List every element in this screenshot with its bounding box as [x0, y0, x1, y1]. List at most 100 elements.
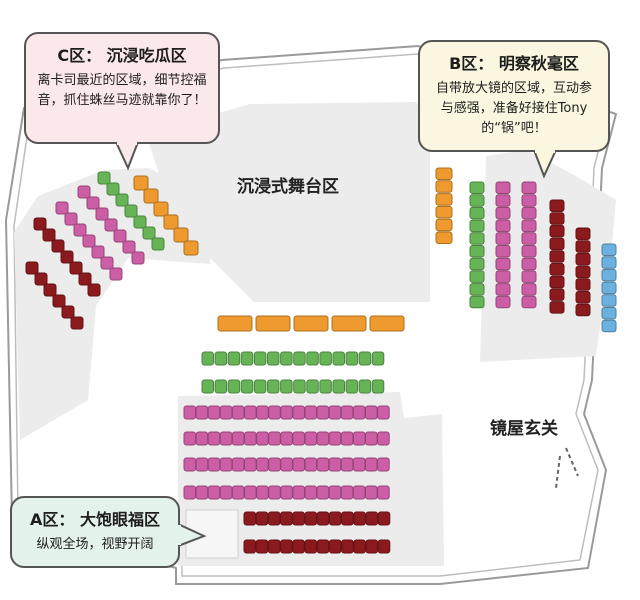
- a-zone-seat-maroon: [292, 539, 305, 554]
- a-zone-seat-pink: [316, 431, 330, 446]
- b-zone-seat-pink: [521, 283, 537, 296]
- c-zone-callout: C区： 沉浸吃瓜区 离卡司最近的区域，细节控福音，抓住蛛丝马迹就靠你了！: [24, 32, 220, 144]
- a-zone-seat-pink: [219, 431, 233, 446]
- a-zone-seat-pink: [377, 405, 390, 420]
- a-zone-seat-green: [214, 351, 228, 366]
- a-zone-seat-pink: [268, 405, 281, 420]
- c-zone-seat-pink: [100, 256, 114, 270]
- a-zone-seat-pink: [328, 457, 342, 472]
- b-zone-seat-maroon: [549, 301, 565, 314]
- c-zone-seat-pink: [82, 234, 96, 248]
- a-zone-seat-maroon: [377, 539, 391, 554]
- a-zone-seat-pink: [268, 457, 281, 472]
- a-zone-seat-pink: [377, 457, 390, 472]
- a-zone-seat-maroon: [255, 539, 269, 554]
- a-zone-seat-pink: [231, 485, 245, 500]
- c-zone-seat-maroon: [87, 283, 101, 297]
- a-zone-seat-pink: [340, 431, 354, 446]
- b-zone-seat-green: [469, 270, 485, 283]
- a-zone-seat-maroon: [341, 539, 354, 554]
- a-zone-seat-green: [293, 379, 306, 394]
- a-zone-seat-green: [253, 379, 267, 394]
- a-zone-description: 纵观全场，视野开阔: [36, 537, 154, 552]
- a-zone-seat-green: [227, 351, 241, 366]
- a-zone-seat-green: [358, 379, 372, 394]
- b-zone-seat-pink: [495, 194, 511, 207]
- b-zone-seat-blue: [601, 268, 617, 282]
- a-zone-seat-pink: [268, 431, 281, 446]
- a-zone-seat-green: [332, 351, 345, 366]
- b-zone-seat-pink: [495, 232, 511, 245]
- c-zone-seat-green: [151, 237, 165, 251]
- a-zone-seat-orange: [255, 315, 291, 332]
- b-zone-seat-green: [469, 245, 485, 258]
- b-zone-seat-blue: [601, 319, 617, 333]
- a-zone-seat-maroon: [377, 511, 391, 526]
- a-zone-seat-green: [267, 351, 280, 366]
- b-zone-seat-pink: [521, 257, 537, 271]
- b-zone-seat-blue: [601, 243, 617, 256]
- b-zone-seat-pink: [495, 245, 511, 258]
- b-zone-seat-maroon: [549, 237, 565, 251]
- c-zone-seat-maroon: [34, 272, 48, 286]
- a-zone-seat-maroon: [316, 539, 330, 554]
- b-zone-description: 自带放大镜的区域，互动参与感强，准备好接住Tony 的“锅”吧！: [435, 81, 592, 136]
- a-zone-seat-green: [319, 379, 332, 394]
- c-zone-seat-pink: [122, 240, 136, 254]
- a-zone-seat-green: [201, 351, 214, 366]
- b-zone-seat-blue: [601, 256, 617, 269]
- a-zone-seat-pink: [304, 457, 318, 472]
- a-zone-seat-pink: [328, 485, 342, 500]
- a-zone-seat-green: [293, 351, 306, 366]
- a-zone-seat-pink: [352, 431, 366, 446]
- c-zone-seat-pink: [131, 251, 145, 265]
- c-zone-seat-pink: [109, 267, 123, 281]
- b-zone-seat-pink: [495, 270, 511, 283]
- b-zone-seat-pink: [521, 206, 537, 220]
- b-zone-seat-pink: [521, 245, 537, 258]
- a-zone-seat-pink: [340, 405, 354, 420]
- a-zone-seat-pink: [183, 457, 197, 472]
- c-zone-seat-orange: [183, 240, 199, 256]
- b-zone-seat-maroon: [549, 263, 565, 276]
- a-zone-seat-pink: [195, 431, 209, 446]
- a-zone-seat-pink: [328, 405, 342, 420]
- a-zone-seat-pink: [365, 485, 378, 500]
- a-zone-seat-pink: [207, 457, 221, 472]
- a-zone-callout-tail: [178, 522, 207, 548]
- a-zone-seat-pink: [219, 457, 233, 472]
- a-zone-seat-pink: [219, 485, 233, 500]
- c-zone-seat-pink: [77, 185, 91, 199]
- c-zone-description: 离卡司最近的区域，细节控福音，抓住蛛丝马迹就靠你了！: [37, 73, 207, 108]
- c-zone-seat-green: [97, 171, 111, 185]
- b-zone-seat-pink: [495, 219, 511, 233]
- a-zone-seat-maroon: [341, 511, 354, 526]
- b-zone-seat-green: [469, 181, 485, 194]
- a-zone-callout: A区： 大饱眼福区 纵观全场，视野开阔: [10, 496, 180, 568]
- b-zone-seat-pink: [521, 270, 537, 283]
- c-zone-seat-maroon: [25, 261, 39, 275]
- c-zone-floor: [14, 168, 210, 440]
- a-zone-seat-orange: [331, 315, 367, 332]
- a-zone-seat-maroon: [304, 511, 318, 526]
- b-zone-seat-green: [469, 194, 485, 207]
- c-zone-seat-green: [124, 204, 138, 218]
- a-zone-seat-pink: [316, 457, 330, 472]
- b-zone-seat-green: [469, 206, 485, 220]
- c-zone-seat-pink: [86, 196, 100, 210]
- a-zone-seat-pink: [316, 485, 330, 500]
- c-zone-seat-green: [115, 193, 129, 207]
- b-zone-seat-blue: [601, 307, 617, 320]
- a-zone-seat-green: [319, 351, 332, 366]
- c-zone-seat-pink: [55, 201, 69, 215]
- b-zone-seat-maroon: [575, 291, 591, 304]
- b-zone-seat-green: [469, 295, 485, 309]
- foyer-label: 镜屋玄关: [490, 418, 558, 439]
- a-zone-seat-pink: [352, 485, 366, 500]
- b-zone-seat-maroon: [575, 252, 591, 266]
- a-zone-seat-green: [345, 379, 359, 394]
- venue-inner-wall: [13, 53, 607, 577]
- a-zone-seat-green: [371, 351, 385, 366]
- a-zone-seat-pink: [256, 405, 269, 420]
- a-zone-seat-pink: [304, 431, 318, 446]
